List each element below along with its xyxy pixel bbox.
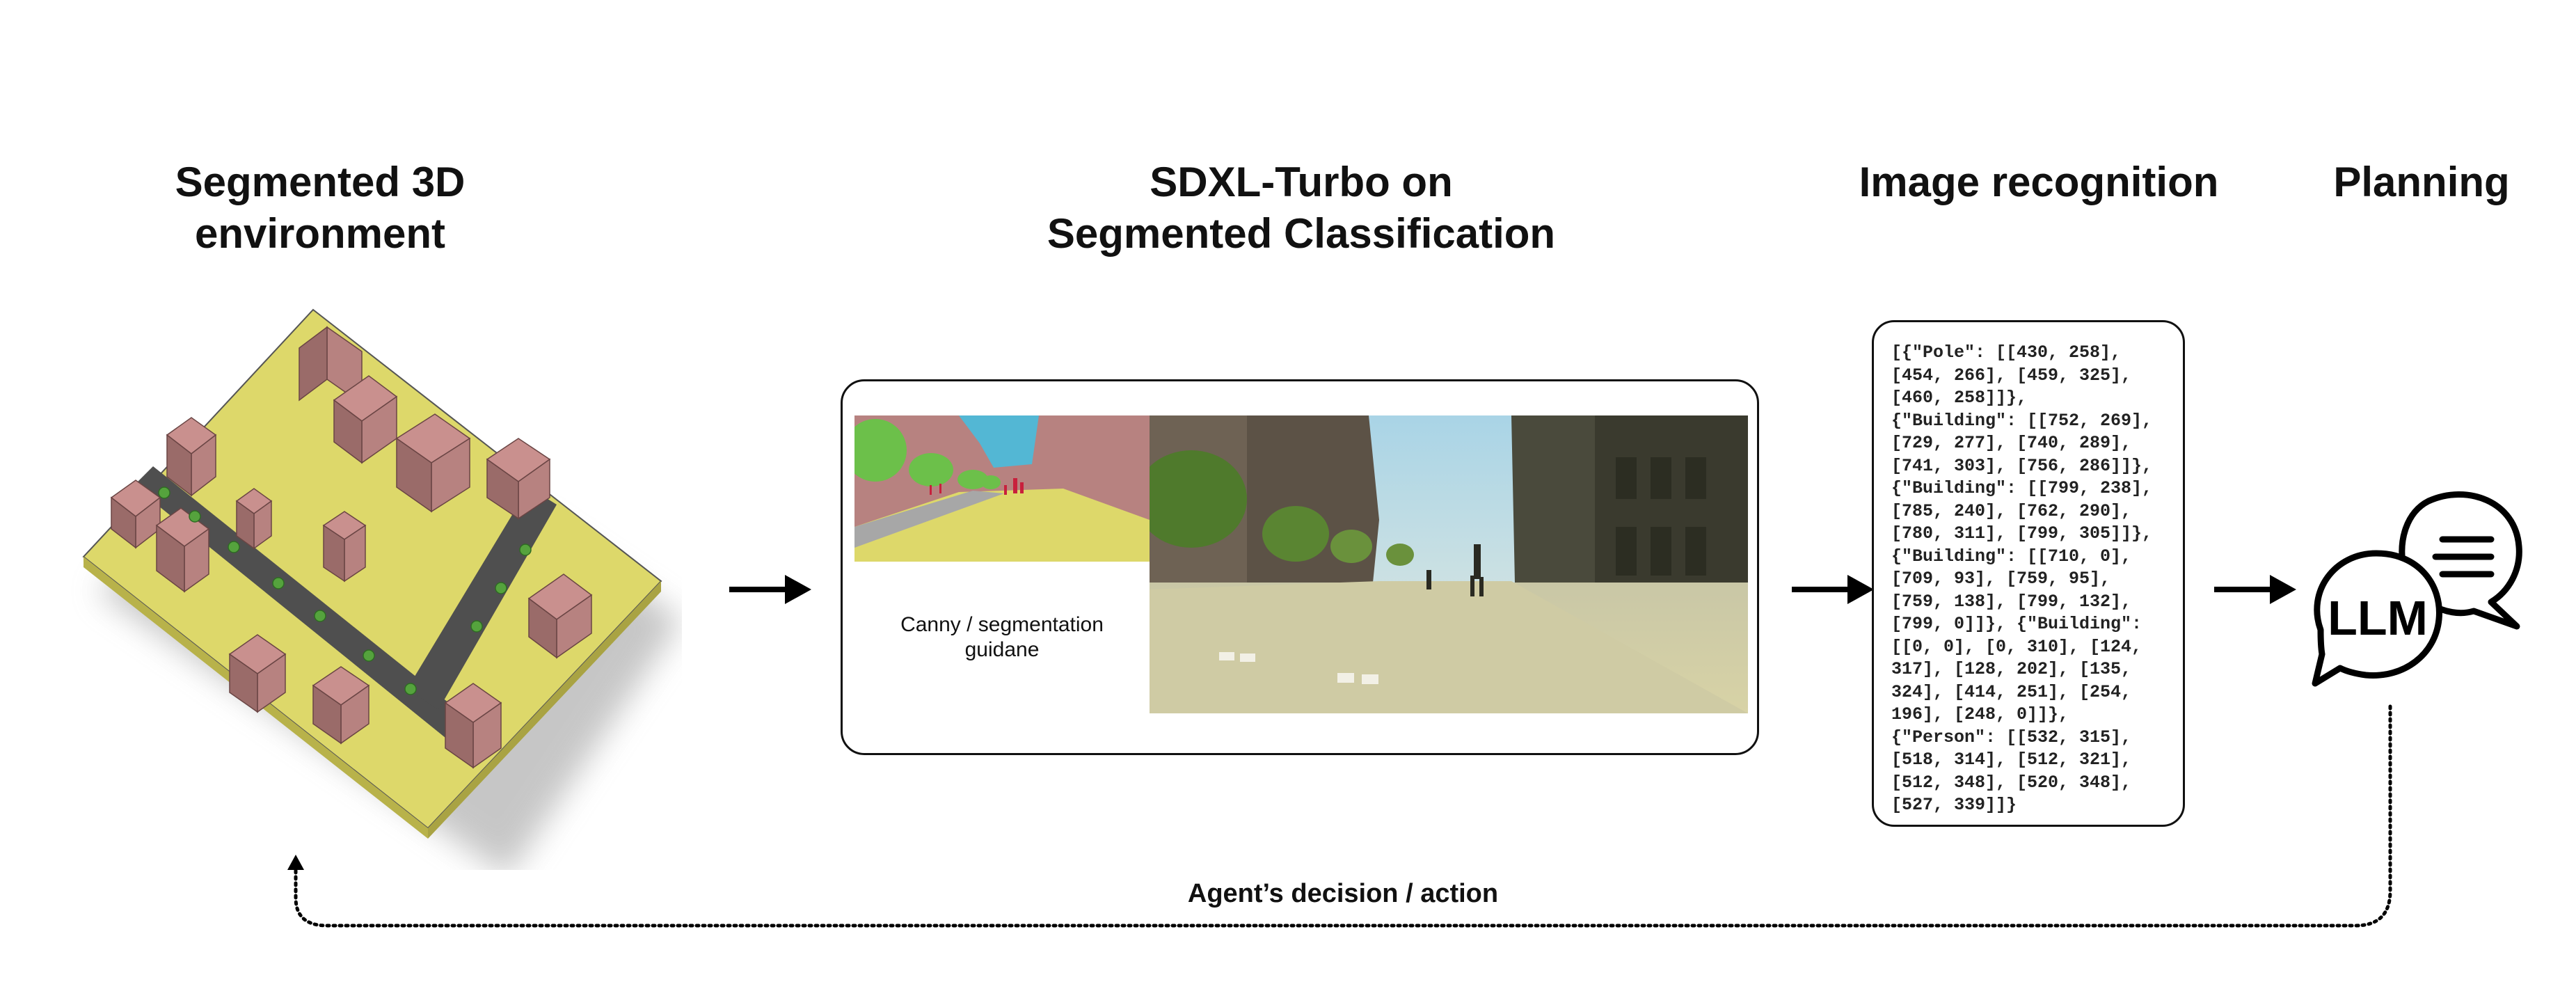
recognition-output-text: [{"Pole": [[430, 258], [454, 266], [459,… [1891,342,2153,815]
recognition-title: Image recognition [1859,159,2219,205]
segmentation-guidance-image [854,415,1150,562]
environment-title: Segmented 3D environment [175,159,466,257]
llm-label: LLM [2328,591,2428,645]
recognition-output-box: [{"Pole": [[430, 258], [454, 266], [459,… [1872,320,2185,827]
arrow-to-planning [2214,575,2296,604]
planning-title: Planning [2333,159,2510,205]
arrow-to-recognition [1792,575,1874,604]
guidance-caption: Canny / segmentation guidane [900,613,1104,661]
llm-chat-icon: LLM [2312,491,2522,687]
agent-action-label: Agent’s decision / action [1187,879,1499,908]
segmented-3d-city-model [82,308,682,870]
arrow-to-generation [729,575,811,604]
generation-title: SDXL-Turbo on Segmented Classification [1047,159,1556,257]
generated-street-image [1150,415,1748,713]
